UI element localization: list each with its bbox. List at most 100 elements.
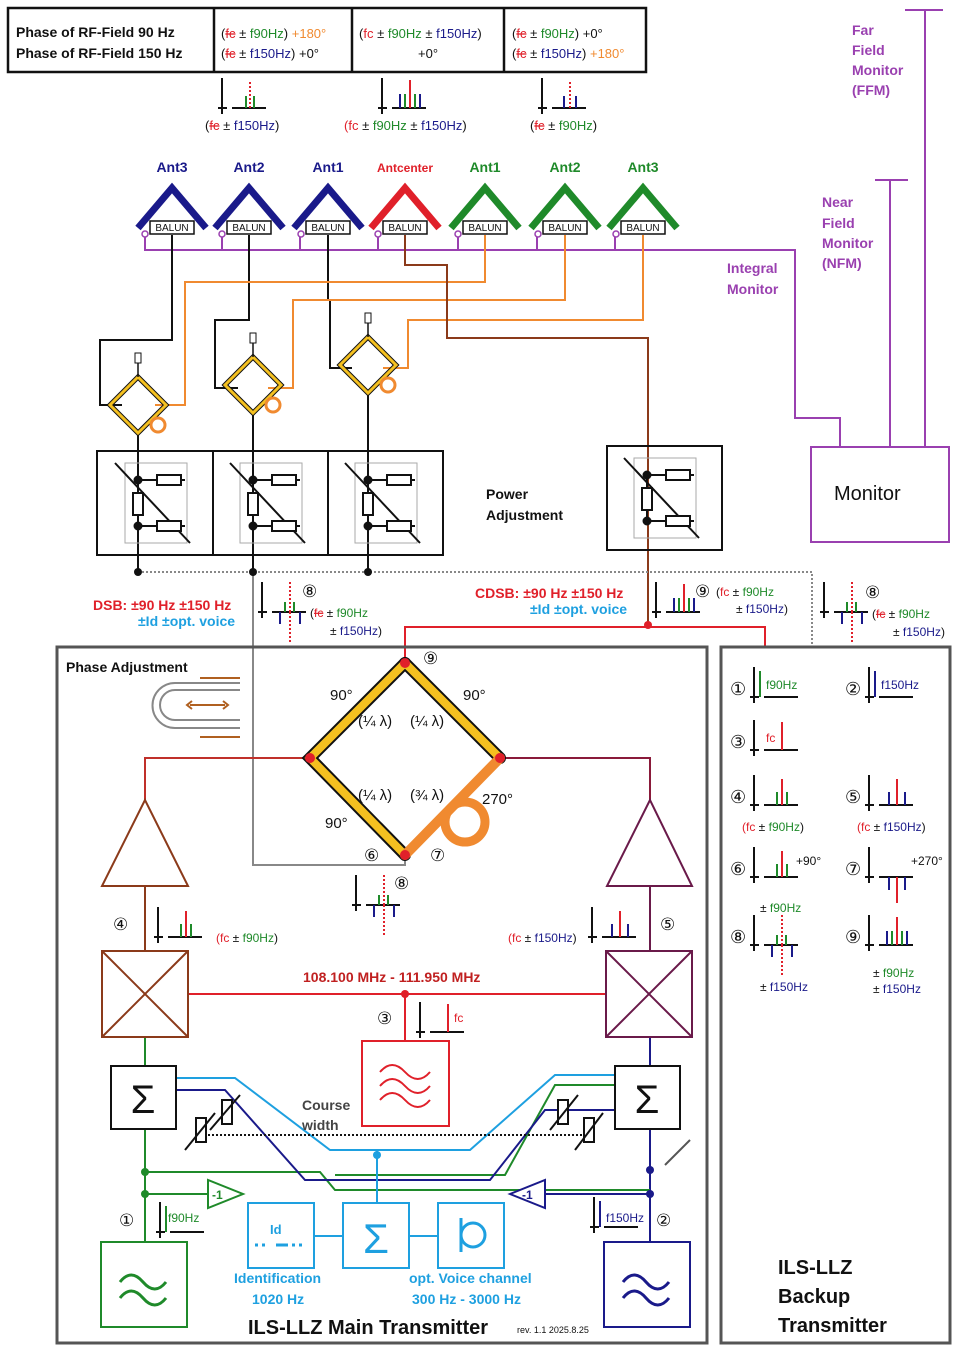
svg-text:Field: Field [822, 215, 855, 231]
junction-dot [646, 1190, 654, 1198]
junction-dot [249, 568, 257, 576]
attenuators [114, 457, 700, 544]
text-segment: +270° [911, 854, 943, 868]
text-segment: fc [363, 26, 374, 41]
text-segment: ± [373, 26, 387, 41]
text-segment: ( [359, 26, 364, 41]
text-segment: ( [512, 26, 517, 41]
legend-label: ± f90Hz [873, 966, 914, 980]
balun-label: BALUN [311, 223, 344, 234]
svg-text:②: ② [656, 1211, 671, 1230]
antenna-label: Ant3 [627, 159, 658, 175]
table-cell1-line1: (fc ± f90Hz) +180° [221, 26, 326, 41]
legend-item-9: ⑨± f90Hz± f150Hz [845, 915, 921, 996]
text-segment: ) +0° [291, 46, 319, 61]
legend-number: ④ [730, 787, 746, 807]
backup-transmitter-panel [719, 645, 952, 1345]
spectrum-cdsb [652, 582, 700, 618]
svg-text:Monitor: Monitor [727, 281, 779, 297]
text-segment: ± [526, 46, 540, 61]
text-segment: ( [857, 820, 861, 834]
text-segment: ± [736, 602, 746, 616]
attenuator-3[interactable] [623, 457, 700, 539]
text-segment: ) +0° [575, 26, 603, 41]
attenuator-2[interactable] [344, 462, 421, 544]
spectrum-label-left: (fc ± f150Hz) [205, 118, 279, 133]
hybrid-ring [301, 657, 506, 861]
main-transmitter-panel [55, 645, 709, 1345]
balun-label: BALUN [232, 223, 265, 234]
balun-box [305, 220, 351, 235]
svg-text:90°: 90° [330, 687, 353, 704]
svg-text:(¼ λ): (¼ λ) [358, 713, 392, 730]
legend-spectrum [750, 667, 798, 703]
legend-number: ⑥ [730, 859, 746, 879]
inverter-right: -1 [507, 1178, 546, 1210]
legend-spectrum [865, 847, 913, 903]
legend-item-7: ⑦+270° [845, 847, 943, 903]
text-segment: +90° [796, 854, 821, 868]
text-segment: f150Hz [250, 46, 291, 61]
text-segment: fc [516, 26, 527, 41]
text-segment: f150Hz [606, 1211, 644, 1225]
table-row2-label: Phase of RF-Field 150 Hz [16, 45, 182, 61]
dsb-marker: ⑧ [302, 582, 317, 601]
junction-dots [134, 568, 654, 1198]
legend-spectrum [865, 775, 913, 811]
attenuator-1[interactable] [229, 462, 306, 544]
summer-left: Σ [110, 1065, 177, 1130]
junction-dot [364, 568, 372, 576]
frequency-range: 108.100 MHz - 111.950 MHz [303, 969, 480, 985]
svg-text:90°: 90° [325, 815, 348, 832]
text-segment: ± [760, 901, 770, 915]
spectrum-dsb [258, 582, 306, 642]
svg-text:Σ: Σ [131, 1078, 156, 1122]
text-segment: ± [873, 966, 883, 980]
text-segment: f90Hz [337, 606, 368, 620]
text-segment: +180° [590, 46, 624, 61]
legend-number: ⑨ [845, 927, 861, 947]
junction-dot [141, 1168, 149, 1176]
spectrum-top-right [538, 78, 586, 114]
spectrum-5-label: (fc ± f150Hz) [508, 931, 577, 945]
legend-spectrum [750, 915, 798, 975]
text-segment: ) [275, 118, 279, 133]
inverter-left: -1 [207, 1178, 246, 1210]
text-segment: fc [876, 607, 885, 621]
monitor-label: Monitor [834, 483, 901, 505]
spectrum-backup-feed [820, 582, 868, 642]
course-width-potentiometers[interactable] [184, 1094, 691, 1166]
antenna-label: Ant1 [469, 159, 500, 175]
text-segment: f90Hz [766, 678, 797, 692]
text-segment: f90Hz [883, 966, 914, 980]
monitor-box [810, 446, 950, 543]
svg-text:ILS-LLZ: ILS-LLZ [778, 1257, 852, 1279]
identification-box: Id [247, 1202, 315, 1269]
text-segment: f90Hz [243, 931, 274, 945]
svg-text:Σ: Σ [363, 1215, 389, 1262]
text-segment: f150Hz [903, 625, 941, 639]
text-segment: ± [235, 46, 249, 61]
svg-text:270°: 270° [482, 791, 513, 808]
text-segment: fc [766, 731, 775, 745]
svg-text:Far: Far [852, 22, 874, 38]
balun-box [620, 220, 666, 235]
legend-spectrum [865, 915, 913, 951]
svg-text:90°: 90° [463, 687, 486, 704]
attenuator-0[interactable] [114, 462, 191, 544]
text-segment: ( [221, 46, 226, 61]
phase-table [6, 6, 648, 74]
junction-dot [373, 1151, 381, 1159]
text-segment: ( [205, 118, 210, 133]
text-segment: ± [521, 931, 534, 945]
text-segment: ± [755, 820, 768, 834]
spectrum-4 [154, 907, 202, 943]
text-segment: f90Hz [770, 901, 801, 915]
backup-feed-spectrum-label: (fc ± f90Hz [872, 607, 930, 621]
identification-frequency: 1020 Hz [252, 1291, 304, 1307]
